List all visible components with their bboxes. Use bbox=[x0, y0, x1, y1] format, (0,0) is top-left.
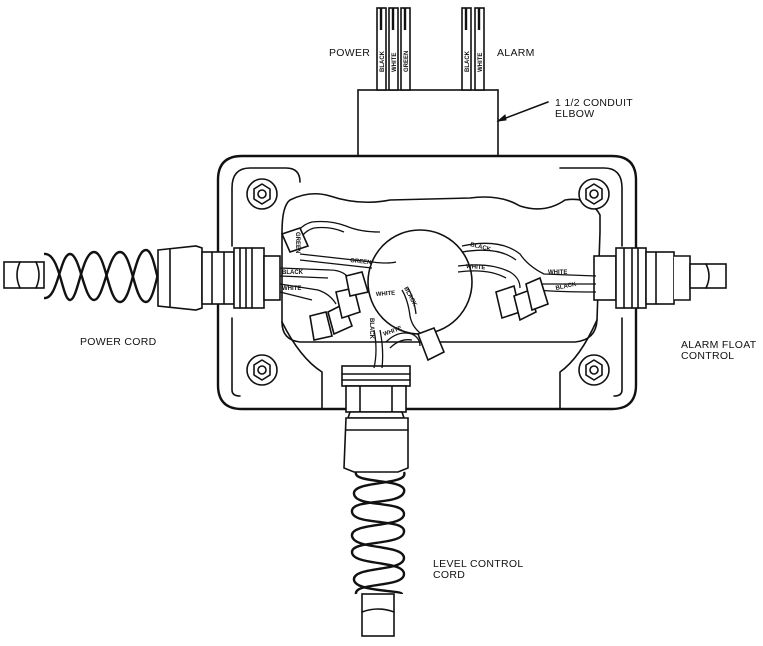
power-cord bbox=[3, 245, 281, 311]
alarm-float-label-line1: ALARM FLOAT bbox=[681, 339, 757, 351]
power-leads: BLACK WHITE GREEN bbox=[376, 7, 411, 91]
box-green-top-label: GREEN bbox=[350, 258, 372, 266]
screw-bottom-right bbox=[578, 354, 610, 386]
level-control-label-line1: LEVEL CONTROL bbox=[433, 558, 523, 570]
box-wire-labels: GREEN GREEN BLACK WHITE WHITE BLACK BLAC… bbox=[282, 232, 578, 340]
alarm-label: ALARM bbox=[497, 47, 535, 59]
junction-box-housing bbox=[216, 154, 638, 411]
box-white-left-label: WHITE bbox=[282, 286, 301, 292]
wire-nut-right-3 bbox=[525, 276, 549, 312]
conduit-elbow-label-line1: 1 1/2 CONDUIT bbox=[555, 97, 633, 109]
box-white-right-label: WHITE bbox=[548, 270, 567, 276]
power-label: POWER bbox=[329, 47, 370, 59]
box-black-right-label: BLACK bbox=[555, 282, 577, 292]
alarm-black-wire-label: BLACK bbox=[465, 50, 471, 72]
box-black-right-top-label: BLACK bbox=[470, 242, 492, 253]
callout-labels: POWER ALARM 1 1/2 CONDUIT ELBOW POWER CO… bbox=[80, 47, 757, 581]
alarm-leads: BLACK WHITE bbox=[461, 7, 485, 91]
power-black-wire-label: BLACK bbox=[380, 50, 386, 72]
level-control-label-line2: CORD bbox=[433, 569, 465, 581]
elbow-leader-line bbox=[497, 101, 549, 122]
power-white-wire-label: WHITE bbox=[392, 53, 398, 72]
elbow-leader-arrow bbox=[496, 114, 507, 122]
alarm-white-wire-label: WHITE bbox=[478, 53, 484, 72]
wire-nut-center bbox=[416, 326, 446, 362]
wire-nut-ground bbox=[280, 227, 310, 253]
alarm-float-label-line2: CONTROL bbox=[681, 350, 734, 362]
power-cord-label: POWER CORD bbox=[80, 336, 157, 348]
conduit-elbow-label-line2: ELBOW bbox=[555, 108, 594, 120]
box-white-right-top-label: WHITE bbox=[466, 264, 486, 271]
box-green-left-label: GREEN bbox=[294, 232, 300, 253]
wire-nut-left-4 bbox=[345, 271, 370, 297]
screw-top-left bbox=[246, 178, 278, 210]
conduit-elbow bbox=[357, 89, 549, 157]
power-green-wire-label: GREEN bbox=[404, 51, 410, 72]
box-black-left-label: BLACK bbox=[282, 270, 304, 276]
screw-bottom-left bbox=[246, 354, 278, 386]
wire-nuts bbox=[280, 227, 549, 362]
box-black-down-label: BLACK bbox=[368, 318, 374, 340]
alarm-float-cord bbox=[593, 247, 727, 309]
wire-nut-left-2 bbox=[309, 311, 333, 341]
level-control-cord bbox=[341, 365, 411, 637]
screw-top-right bbox=[578, 178, 610, 210]
center-terminal bbox=[367, 229, 473, 335]
box-white-mid-label: WHITE bbox=[376, 291, 396, 298]
